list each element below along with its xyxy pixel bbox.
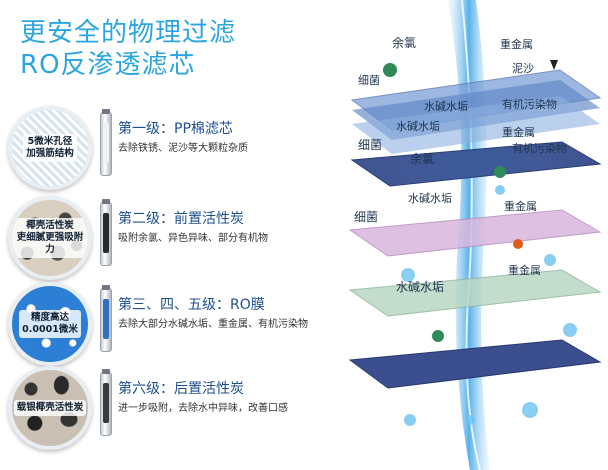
stage-4-desc: 进一步吸附，去除水中异味，改善口感: [118, 403, 288, 414]
stage-2-desc: 吸附余氯、异色异味、部分有机物: [118, 233, 268, 244]
layer-1-pp: [350, 69, 602, 154]
silver-carbon-closeup-icon: 载银椰壳活性炭: [8, 366, 92, 450]
label-l2-bacteria: 细菌: [358, 138, 383, 152]
label-l1-organic: 有机污染物: [502, 98, 557, 111]
pp-cartridge-icon: [100, 109, 112, 176]
heavy-metal-icon: [513, 239, 523, 249]
stage-3: 精度高达 0.0001微米 第三、四、五级：RO膜 去除大部分水碱水垢、重金属、…: [0, 282, 330, 372]
ro-cartridge-icon: [100, 285, 112, 352]
ro-membrane-closeup-icon: 精度高达 0.0001微米: [8, 282, 92, 366]
stage-1: 5微米孔径 加强筋结构 第一级：PP棉滤芯 去除铁锈、泥沙等大颗粒杂质: [0, 106, 330, 196]
label-l1b-metal: 重金属: [502, 126, 535, 139]
title-line-2: RO反渗透滤芯: [20, 50, 196, 80]
stage-4-name: 第六级：后置活性炭: [118, 381, 244, 397]
stage-3-circle-label: 精度高达 0.0001微米: [19, 310, 81, 338]
carbon-closeup-icon: 椰壳活性炭 吏细腻更强吸附力: [8, 196, 92, 280]
label-top-heavy-metal: 重金属: [500, 38, 533, 51]
label-l3-metal: 重金属: [504, 200, 537, 213]
label-top-sand: 泥沙: [512, 62, 534, 75]
stage-1-name: 第一级：PP棉滤芯: [118, 121, 233, 137]
stage-1-circle-label: 5微米孔径 加强筋结构: [23, 134, 77, 162]
sand-icon: [550, 60, 558, 70]
bacteria-icon: [383, 63, 506, 342]
label-l1-scale: 水碱水垢: [424, 100, 468, 113]
label-l2-chlorine: 余氯: [410, 152, 435, 166]
layer-3-ro: [348, 209, 602, 257]
title-line-1: 更安全的物理过滤: [20, 18, 237, 48]
post-carbon-cartridge-icon: [100, 369, 112, 436]
stage-2-circle-label: 椰壳活性炭 吏细腻更强吸附力: [12, 218, 88, 258]
layer-4-ro: [348, 269, 602, 317]
stage-4: 载银椰壳活性炭 第六级：后置活性炭 进一步吸附，去除水中异味，改善口感: [0, 366, 330, 456]
stage-4-circle-label: 载银椰壳活性炭: [13, 400, 87, 416]
label-l3-scale: 水碱水垢: [408, 192, 452, 205]
stage-3-name: 第三、四、五级：RO膜: [118, 297, 265, 313]
label-l5-metal: 重金属: [508, 264, 541, 277]
label-l6-scale: 水碱水垢: [396, 280, 445, 294]
stage-2-name: 第二级：前置活性炭: [118, 211, 244, 227]
layer-5-post: [348, 339, 602, 389]
label-top-bacteria: 细菌: [358, 74, 380, 87]
stage-3-desc: 去除大部分水碱水垢、重金属、有机污染物: [118, 319, 308, 330]
pp-cotton-closeup-icon: 5微米孔径 加强筋结构: [8, 106, 92, 190]
filter-layers-illustration: [348, 0, 602, 470]
layer-2-carbon: [350, 141, 602, 187]
stage-2: 椰壳活性炭 吏细腻更强吸附力 第二级：前置活性炭 吸附余氯、异色异味、部分有机物: [0, 196, 330, 286]
label-top-chlorine: 余氯: [392, 36, 417, 50]
stage-1-desc: 去除铁锈、泥沙等大颗粒杂质: [118, 143, 248, 154]
label-l1b-scale: 水碱水垢: [396, 120, 440, 133]
label-l4-bacteria: 细菌: [354, 210, 379, 224]
label-l1b-organic: 有机污染物: [512, 142, 567, 155]
carbon-cartridge-icon: [100, 199, 112, 266]
bubble-icon: [401, 185, 577, 426]
filtration-diagram: 余氯 重金属 细菌 泥沙 水碱水垢 有机污染物 水碱水垢 重金属 有机污染物 细…: [330, 0, 608, 470]
